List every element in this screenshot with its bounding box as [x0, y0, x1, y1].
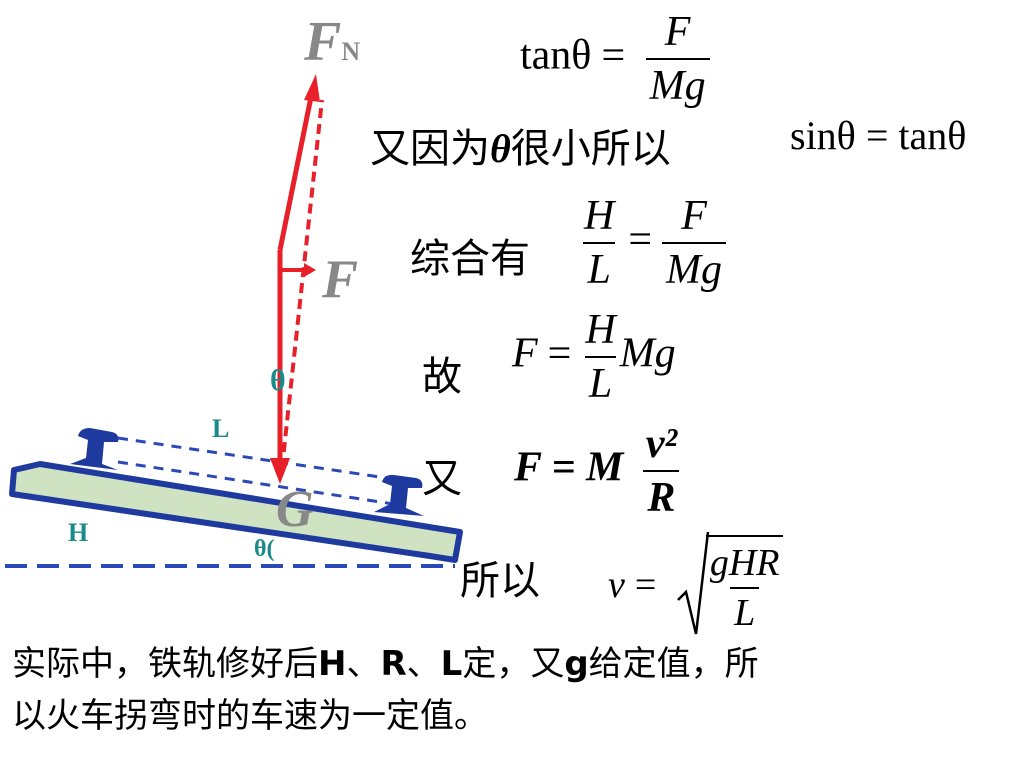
label-h: H [68, 518, 89, 547]
caption-sep1: 、 [346, 644, 381, 684]
conclusion-line-1: 实际中，铁轨修好后H、R、L定，又g给定值，所 [12, 638, 1016, 690]
caption-seg1: 实际中，铁轨修好后 [12, 644, 318, 684]
eq4-den: L [584, 356, 617, 408]
eq2-theta: θ [490, 126, 511, 171]
eq4-num: H [585, 307, 616, 353]
equation-force: F= H L Mg [512, 306, 676, 408]
caption-L: L [440, 644, 463, 684]
equation-small-angle: 又因为θ很小所以 [370, 116, 671, 174]
eq5-lhs: F [514, 444, 543, 491]
eq3-prefix: 综合有 [410, 236, 530, 282]
force-fn-line [277, 91, 315, 251]
eq5-prefix: 又 [422, 456, 462, 502]
eq5-m: M [585, 444, 624, 491]
train-banking-diagram [5, 74, 463, 568]
force-f-arrowhead [304, 263, 316, 277]
label-l: L [212, 414, 230, 443]
eq1-fraction: F Mg [645, 8, 710, 110]
eq3-den1: L [583, 242, 615, 294]
eq3-den2: Mg [662, 242, 727, 294]
track-sleeper [9, 461, 463, 563]
conclusion-line-2: 以火车拐弯时的车速为一定值。 [12, 696, 488, 736]
eq2-prefix: 又因为 [370, 126, 490, 172]
eq2-math: sinθ = tanθ [790, 113, 967, 158]
eq6-fraction: gHR L [705, 535, 784, 635]
equation-combined: H L = F Mg [580, 192, 727, 294]
right-rail [374, 474, 424, 516]
eq5-fraction: v² R [642, 420, 681, 522]
eq6-lhs: v [608, 564, 625, 606]
eq6-num: gHR [709, 542, 780, 584]
equation-velocity: v= gHR L [608, 530, 784, 640]
force-g-arrowhead [270, 458, 290, 484]
dashed-line-top [117, 436, 401, 482]
label-theta-bottom: θ( [254, 536, 275, 562]
caption-R: R [380, 644, 407, 684]
caption-H: H [318, 644, 347, 684]
conclusion-text: 实际中，铁轨修好后H、R、L定，又g给定值，所 以火车拐弯时的车速为一定值。 [12, 638, 1016, 742]
eq1-lhs: tanθ [520, 32, 592, 79]
equation-tan: tanθ= F Mg [520, 8, 710, 110]
caption-seg2: 定，又 [462, 644, 565, 684]
eq4-prefix: 故 [422, 354, 462, 400]
eq3-fraction-fmg: F Mg [662, 192, 727, 294]
sqrt-sign [676, 531, 710, 635]
label-theta-top: θ [270, 364, 286, 397]
dashed-line-mid [117, 460, 401, 507]
eq4-lhs: F [512, 330, 538, 377]
left-rail [70, 428, 119, 470]
eq3-num2: F [681, 193, 707, 239]
eq1-num: F [664, 9, 691, 55]
caption-seg3: 给定值，所 [588, 644, 759, 684]
eq5-num: v² [645, 421, 678, 467]
caption-sep2: 、 [406, 644, 441, 684]
label-f: F [322, 249, 359, 309]
eq6-den: L [730, 587, 760, 635]
eq1-den: Mg [645, 58, 710, 110]
eq4-rhs: Mg [619, 330, 676, 377]
eq3-fraction-hl: H L [580, 192, 618, 294]
label-g: G [276, 481, 314, 538]
caption-g: g [564, 644, 589, 684]
force-f-dashed [280, 99, 324, 469]
label-fn-sub: N [341, 37, 361, 66]
eq4-fraction: H L [581, 306, 619, 408]
equation-centripetal: F=M v² R [514, 420, 681, 522]
label-fn: FN [304, 14, 360, 80]
eq3-num1: H [584, 193, 615, 239]
eq2-suffix: 很小所以 [510, 126, 671, 172]
eq5-den: R [643, 470, 680, 522]
eq6-prefix: 所以 [460, 558, 540, 604]
force-fn-arrowhead [304, 74, 320, 102]
label-fn-main: F [304, 11, 342, 73]
